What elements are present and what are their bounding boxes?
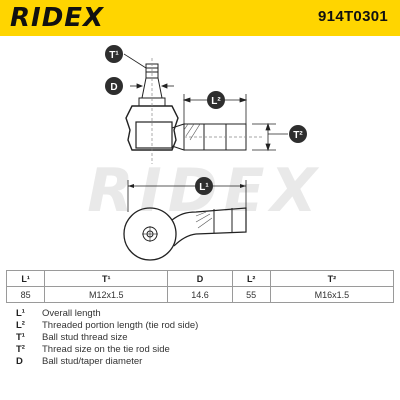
spec-value-l1: 85 [5,286,46,303]
arm-top-view [171,207,247,247]
callout-t1-label: T¹ [109,50,119,61]
spec-value-t1: M12x1.5 [44,286,169,303]
spec-header-t2: T² [269,270,395,287]
callout-l2: L² [207,91,225,109]
housing-arm [171,123,185,151]
callout-l2-label: L² [211,96,221,107]
spec-value-t2: M16x1.5 [269,286,395,303]
legend-item: D Ball stud/taper diameter [16,356,386,368]
technical-drawing: RIDEX [0,36,400,268]
legend-item: L¹ Overall length [16,308,386,320]
spec-header-l1: L¹ [5,270,46,287]
callout-l1-label: L¹ [199,182,209,193]
housing-top-view [123,207,177,261]
spec-header-t1: T¹ [44,270,169,287]
legend-key: T¹ [16,332,25,343]
spec-header-l2: L² [231,270,271,287]
legend-item: T² Thread size on the tie rod side [16,344,386,356]
spec-value-d: 14.6 [167,286,233,303]
legend-text: Ball stud thread size [42,332,128,343]
callout-t2-label: T² [293,130,303,141]
brand-logo: RIDEX [10,3,105,33]
specs-table: L¹ T¹ D L² T² 85 M12x1.5 14.6 55 M16x1.5 [5,270,395,303]
callout-t1: T¹ [105,45,123,63]
spec-value-l2: 55 [231,286,271,303]
callout-d: D [105,77,123,95]
legend-key: L¹ [16,308,25,319]
t1-leader [123,53,147,69]
callout-t2: T² [289,125,307,143]
legend-key: T² [16,344,25,355]
legend-key: D [16,356,23,367]
legend-item: L² Threaded portion length (tie rod side… [16,320,386,332]
callout-l1: L¹ [195,177,213,195]
dust-boot [125,105,179,151]
legend-item: T¹ Ball stud thread size [16,332,386,344]
callout-d-label: D [110,82,117,93]
specs-value-row: 85 M12x1.5 14.6 55 M16x1.5 [5,286,395,303]
specs-header-row: L¹ T¹ D L² T² [5,270,395,287]
legend-key: L² [16,320,25,331]
legend-text: Overall length [42,308,101,319]
header-bar: RIDEX 914T0301 [0,0,400,36]
legend-text: Ball stud/taper diameter [42,356,143,367]
legend-text: Threaded portion length (tie rod side) [42,320,199,331]
ball-housing [135,121,173,149]
part-number: 914T0301 [318,8,388,25]
legend-text: Thread size on the tie rod side [42,344,170,355]
legend: L¹ Overall length L² Threaded portion le… [16,308,386,368]
tie-rod-end-diagram: T¹ D L² T² L¹ [105,45,307,261]
spec-header-d: D [167,270,233,287]
